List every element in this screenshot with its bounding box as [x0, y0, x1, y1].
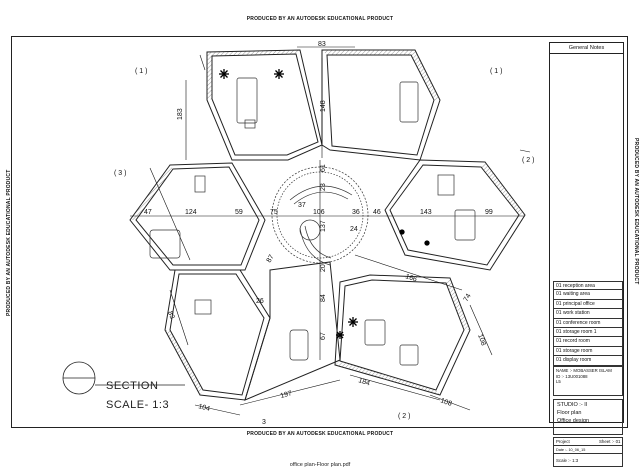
marker-1-left: ( 1 ) [135, 68, 147, 75]
legend-row: 01 principal office [553, 299, 623, 310]
room-legend: 01 reception area 01 waiting area 01 pri… [553, 281, 623, 366]
room-lower-left-outline [164, 269, 271, 401]
drawing-sheet-border [11, 36, 628, 428]
dim-84: 84 [320, 294, 327, 302]
dim-197: 197 [280, 390, 293, 400]
exterior-walls [129, 49, 526, 401]
dim-83-top: 83 [318, 41, 326, 48]
dim-24: 24 [350, 226, 358, 233]
dim-59: 59 [235, 209, 243, 216]
project-scale: Scale :- 1:3 [556, 458, 579, 463]
dim-67: 67 [320, 332, 327, 340]
dim-143: 143 [420, 209, 432, 216]
room-top-left-outline [206, 49, 323, 161]
watermark-bottom: PRODUCED BY AN AUTODESK EDUCATIONAL PROD… [246, 431, 394, 437]
student-id: ID :- 13U001088 [556, 373, 588, 379]
room-bottom-center-outline [244, 261, 341, 401]
dim-108-right: 108 [476, 333, 487, 346]
project-block: Project Sheet :- 01 Date :- 10_06_15 Sca… [553, 437, 623, 467]
section-scale: SCALE- 1:3 [106, 399, 170, 411]
watermark-right: PRODUCED BY AN AUTODESK EDUCATIONAL PROD… [633, 138, 639, 285]
project-row-2: Date :- 10_06_15 [554, 446, 622, 454]
dim-137: 137 [320, 220, 327, 232]
room-top-left-inner [211, 53, 319, 156]
studio-line-1: Floor plan [557, 410, 582, 416]
legend-row: 01 record room [553, 337, 623, 347]
dim-23: 23 [320, 183, 327, 191]
marker-1-right: ( 1 ) [490, 68, 502, 75]
student-name: NAME :- MOBASSER ISLAM [556, 368, 612, 373]
studio-title: STUDIO :- II [557, 402, 588, 408]
floor-plan-drawing: 83 183 148 61 23 47 124 59 75 37 106 36 … [62, 41, 534, 426]
legend-row: 01 conference room [553, 318, 623, 328]
dim-183: 183 [177, 108, 184, 120]
name-block: NAME :- MOBASSER ISLAM ID :- 13U001088 L… [553, 366, 623, 396]
dimension-lines [130, 46, 531, 416]
dim-166: 166 [404, 273, 417, 283]
project-label: Project [556, 439, 570, 444]
student-extra: L5 [556, 379, 561, 385]
section-title: SECTION [106, 380, 159, 392]
dim-104: 104 [197, 403, 210, 413]
marker-3-left: ( 3 ) [114, 170, 126, 177]
file-caption: office plan-Floor plan.pdf [289, 462, 351, 468]
legend-row: 01 waiting area [553, 290, 623, 300]
marker-2-bottom: ( 2 ) [398, 413, 410, 420]
dim-99: 99 [485, 209, 493, 216]
project-date: Date :- 10_06_15 [556, 448, 586, 452]
plants [219, 69, 430, 339]
furniture [149, 77, 476, 366]
room-right-inner [389, 164, 520, 266]
legend-row: 01 reception area [553, 281, 623, 291]
dim-87: 87 [266, 254, 276, 264]
project-row-3: Scale :- 1:3 [554, 456, 622, 466]
dim-75: 75 [270, 209, 278, 216]
dim-124: 124 [185, 209, 197, 216]
room-lower-left-inner [169, 273, 265, 396]
dim-184: 184 [357, 377, 370, 387]
dim-20: 20 [320, 264, 327, 272]
project-row-1: Project Sheet :- 01 [554, 438, 622, 446]
dim-47: 47 [144, 209, 152, 216]
marker-3-bottom: 3 [262, 419, 266, 426]
dim-26: 26 [256, 298, 264, 305]
legend-row: 01 storage room 1 [553, 327, 623, 338]
legend-row: 01 storage room [553, 346, 623, 357]
legend-row: 01 work station [553, 309, 623, 319]
dim-108-bottom: 108 [439, 397, 452, 408]
dim-46: 46 [373, 209, 381, 216]
dim-106: 106 [313, 209, 325, 216]
dim-74: 74 [463, 293, 473, 303]
general-notes-panel: General Notes 01 reception area 01 waiti… [549, 42, 624, 467]
dim-148: 148 [320, 100, 327, 112]
dim-37: 37 [298, 202, 306, 209]
dimension-labels: 83 183 148 61 23 47 124 59 75 37 106 36 … [144, 41, 493, 413]
section-markers: ( 1 ) ( 1 ) ( 2 ) ( 2 ) ( 3 ) 3 [114, 68, 534, 426]
general-notes-title: General Notes [550, 43, 623, 54]
dim-83-left: 83 [166, 310, 175, 320]
dim-36: 36 [352, 209, 360, 216]
studio-block: STUDIO :- II Floor plan Office design [553, 399, 623, 435]
watermark-top: PRODUCED BY AN AUTODESK EDUCATIONAL PROD… [246, 16, 394, 22]
legend-row: 01 display room [553, 356, 623, 366]
room-bottom-right-inner [339, 279, 465, 391]
studio-line-2: Office design [557, 418, 590, 424]
marker-2-top: ( 2 ) [522, 157, 534, 164]
sheet-number: Sheet :- 01 [599, 439, 621, 444]
dim-61: 61 [320, 164, 327, 172]
section-symbol [62, 361, 185, 395]
